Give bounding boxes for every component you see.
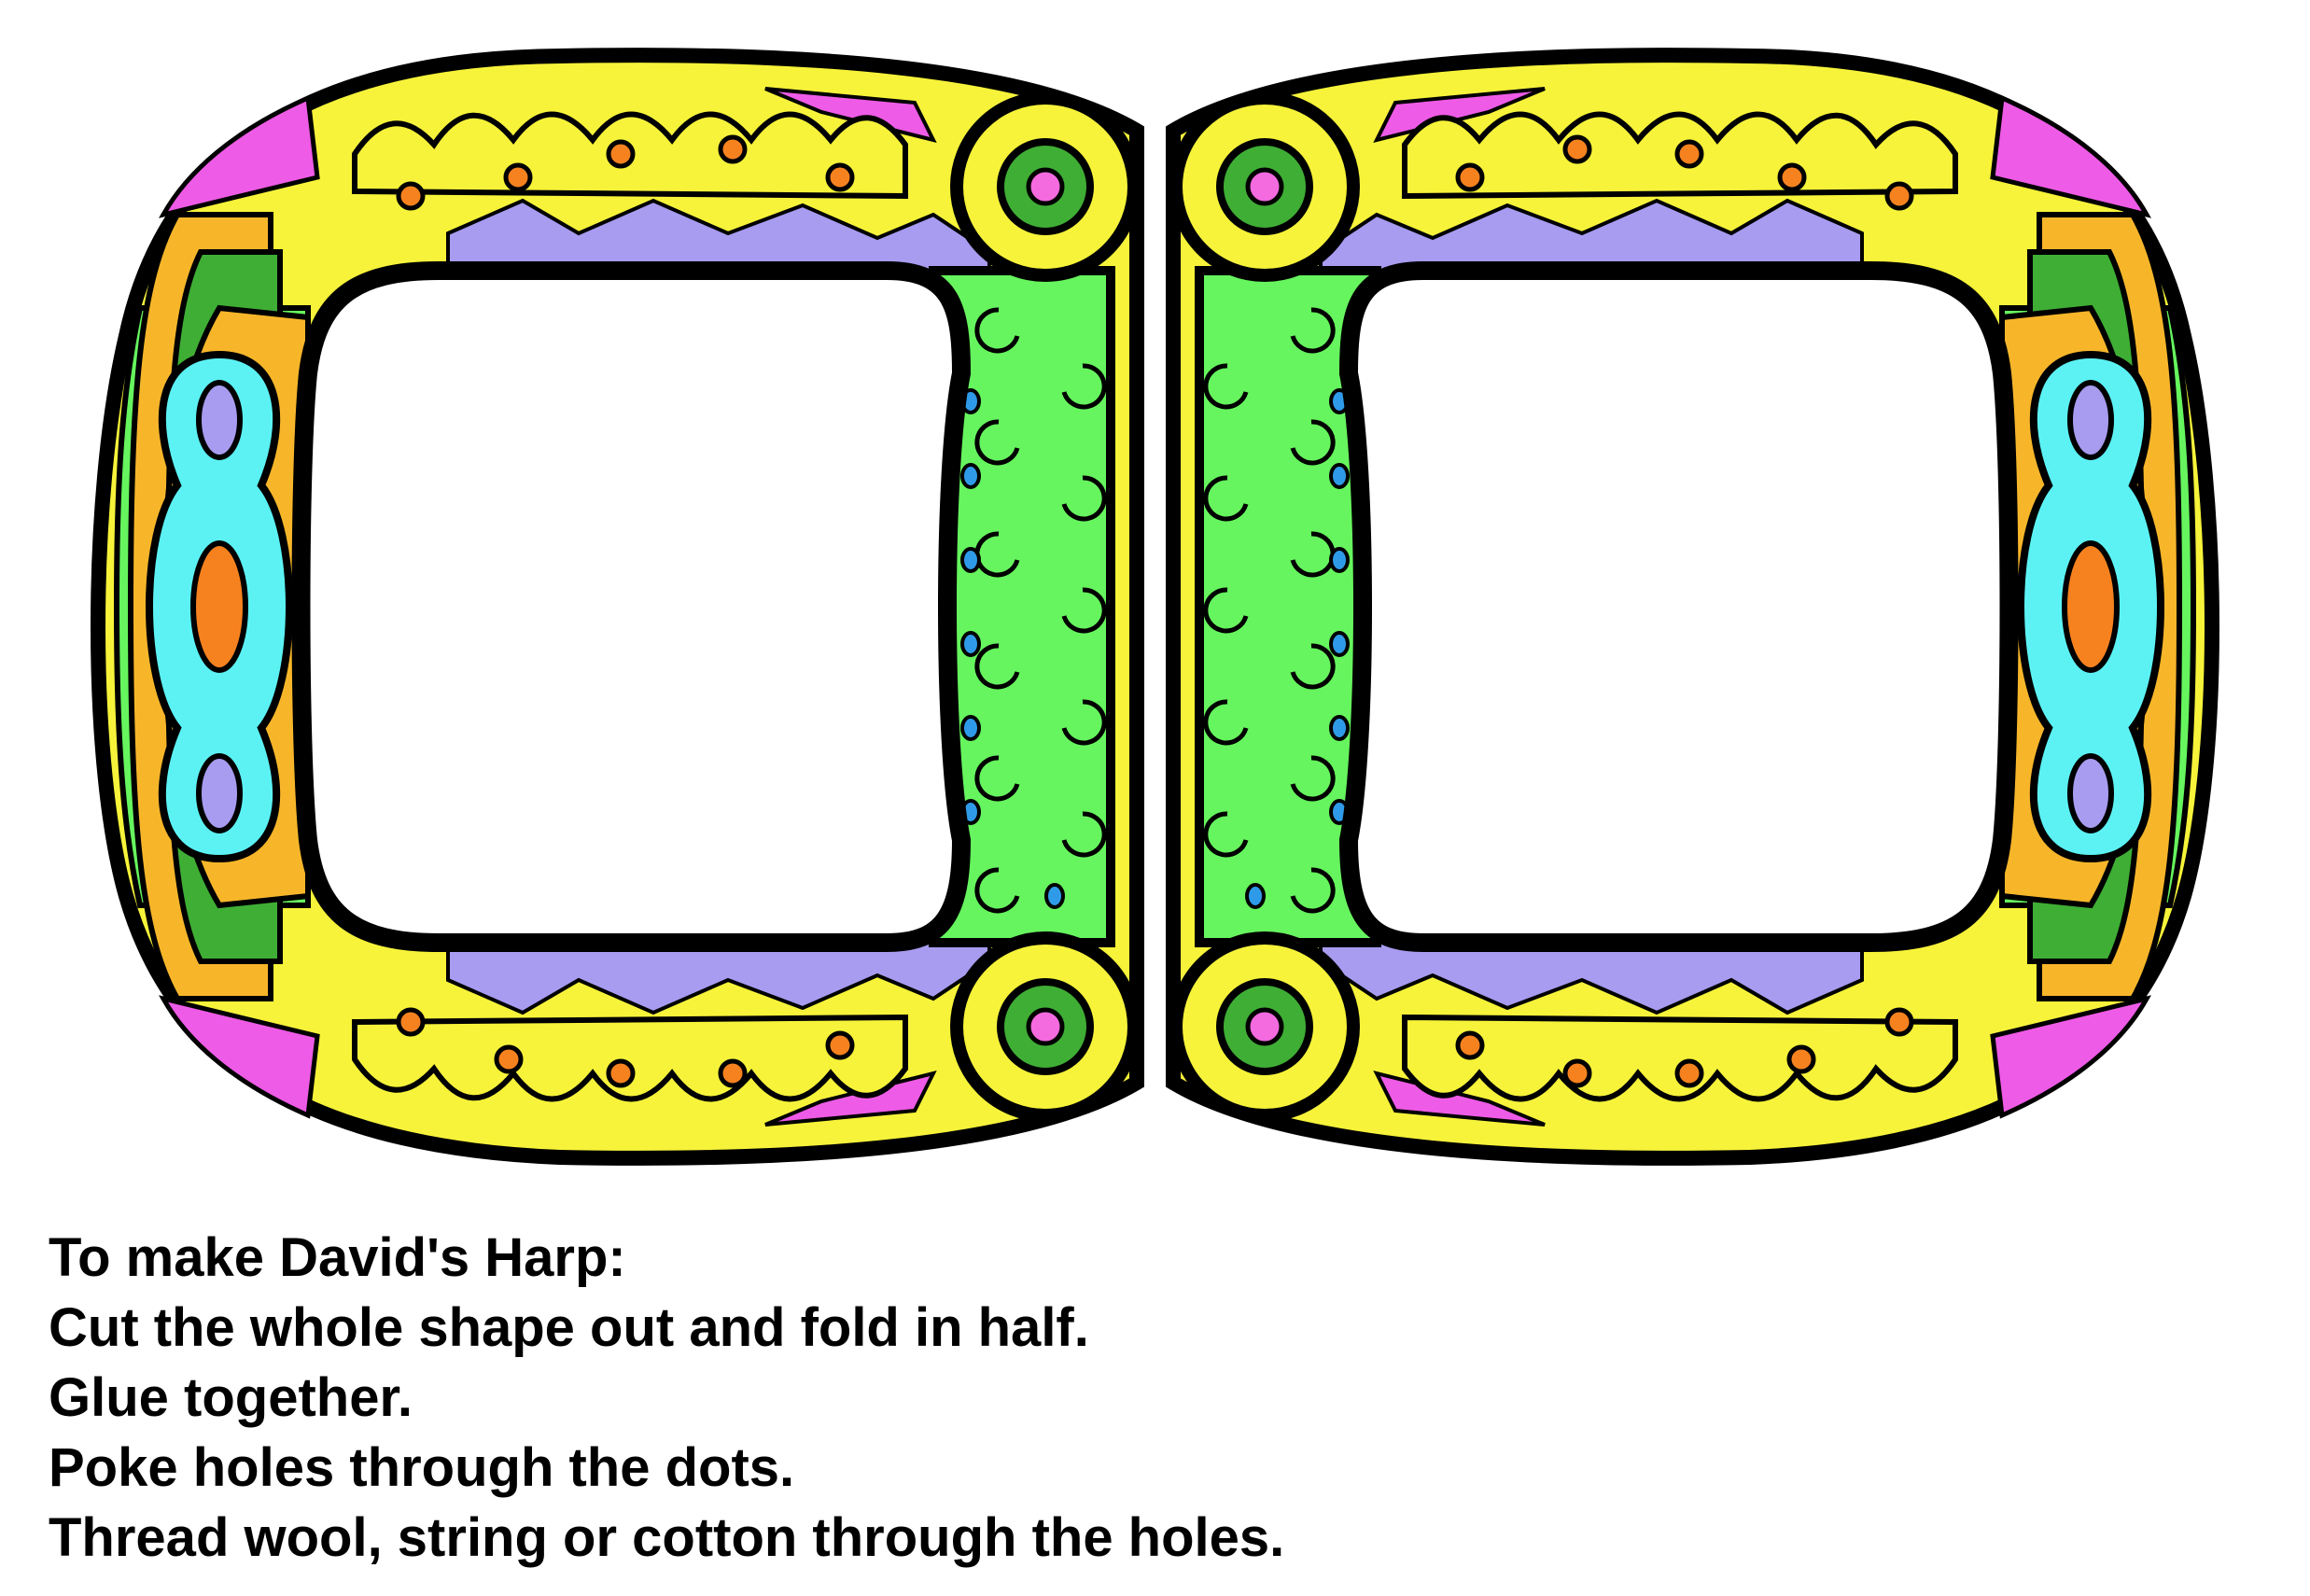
instruction-title: To make David's Harp:	[49, 1227, 626, 1288]
instructions-text: To make David's Harp: Cut the whole shap…	[49, 1223, 1284, 1573]
instruction-step-thread: Thread wool, string or cotton through th…	[49, 1507, 1285, 1568]
left-half-frame	[98, 55, 1137, 1158]
harp-template-illustration	[0, 0, 2310, 1213]
right-half-frame	[1173, 55, 2212, 1158]
instruction-step-glue: Glue together.	[49, 1367, 413, 1428]
instruction-step-cut: Cut the whole shape out and fold in half…	[49, 1297, 1089, 1358]
instruction-step-poke: Poke holes through the dots.	[49, 1437, 795, 1498]
